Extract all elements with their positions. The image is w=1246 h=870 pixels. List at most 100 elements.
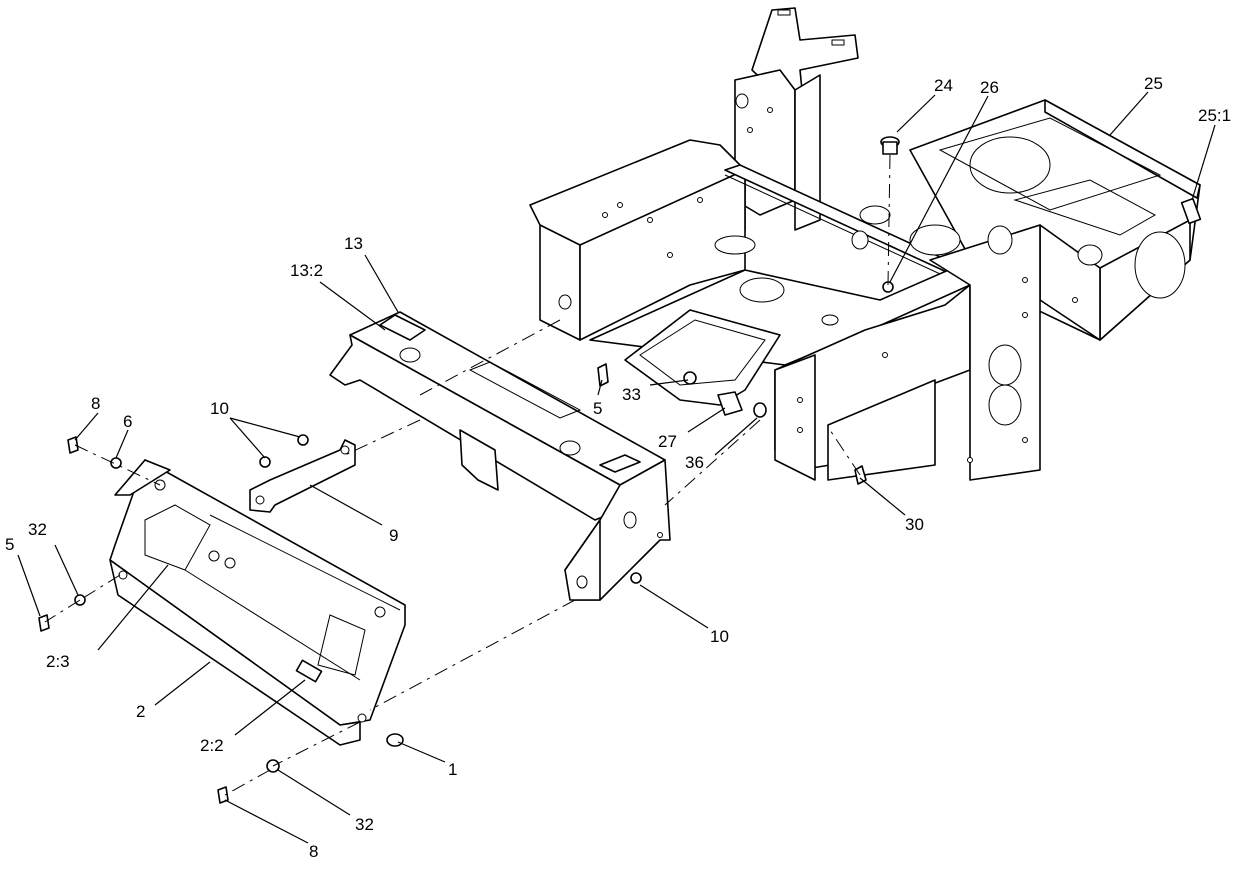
side-hole-4: [851, 230, 869, 250]
frame-hole: [1022, 312, 1028, 318]
rear-box-hole: [1134, 231, 1186, 299]
crossmember-tube-2: [559, 440, 581, 456]
leader-10-a: [229, 417, 301, 438]
pin-36: [753, 402, 767, 418]
side-hole-3: [987, 225, 1013, 255]
panel-corner: [114, 459, 171, 496]
nut-33: [683, 371, 697, 385]
callout-5-left: 5: [5, 535, 14, 554]
callout-33: 33: [622, 385, 641, 404]
frame-hole: [767, 107, 773, 113]
frame-hole: [667, 252, 673, 258]
leader-8-bottom: [224, 799, 309, 844]
rear-box-crossplate: [1013, 179, 1157, 236]
leader-2-3: [97, 564, 169, 651]
frame-hole: [967, 457, 973, 463]
callout-6: 6: [123, 412, 132, 431]
phantom-line: [369, 599, 576, 711]
panel-crease-2: [184, 569, 361, 681]
leader-5-right: [597, 379, 603, 396]
callout-labels: 24 26 25 25:1 13 13:2 10 8 6 5 33 27 36 …: [5, 74, 1231, 861]
leader-33: [649, 379, 689, 386]
nut-10-a: [297, 434, 309, 446]
callout-13-2: 13:2: [290, 261, 323, 280]
rear-box-top-rail: [1044, 99, 1201, 199]
callout-5-right: 5: [593, 399, 602, 418]
panel-hole-3: [118, 570, 128, 580]
left-plate-hole: [558, 294, 572, 310]
crossmember-hole: [623, 511, 637, 529]
callout-9: 9: [389, 526, 398, 545]
phantom-line: [887, 154, 891, 286]
crossmember-tab: [379, 314, 426, 341]
panel-lower-lip: [109, 559, 361, 746]
bolt-5-left: [38, 614, 50, 632]
crossmember-hole-3: [657, 532, 663, 538]
bracket-9-hole: [340, 445, 350, 455]
leader-24: [896, 94, 936, 133]
callout-25: 25: [1144, 74, 1163, 93]
floor-hole-2: [909, 224, 961, 256]
right-side-end: [774, 354, 816, 481]
side-hole-1: [988, 344, 1022, 386]
callout-30: 30: [905, 515, 924, 534]
floor-slot-2: [859, 205, 891, 225]
rear-box-inner: [938, 117, 1162, 211]
center-pan-inner: [639, 319, 766, 386]
frame-hole: [647, 217, 653, 223]
bracket-9: [249, 439, 356, 513]
main-frame: [529, 7, 1202, 481]
nut-10-b: [259, 456, 271, 468]
frame-hole: [1022, 437, 1028, 443]
phantom-lines: [44, 154, 891, 796]
left-side-plate-end: [539, 224, 581, 341]
frame-hole: [617, 202, 623, 208]
callout-2-3: 2:3: [46, 652, 70, 671]
bolt-30: [854, 465, 867, 485]
crossmember-slot: [468, 361, 582, 419]
side-hole-2: [988, 384, 1022, 426]
center-pan: [624, 309, 781, 406]
hardware: [38, 136, 900, 804]
phantom-line: [79, 574, 121, 601]
crossmember-tube: [399, 347, 421, 363]
leader-13: [364, 254, 399, 313]
frame-hole: [797, 397, 803, 403]
bolt-5-right: [597, 363, 609, 387]
panel-knob-2: [224, 557, 236, 569]
bolt-8-top: [67, 436, 79, 454]
leader-10-b: [229, 417, 266, 459]
crossmember-end-face: [564, 519, 601, 601]
panel-crease: [209, 514, 401, 611]
leader-10-c: [639, 584, 709, 629]
phantom-line: [664, 419, 761, 506]
upright-channel-right: [794, 74, 821, 231]
callout-13: 13: [344, 234, 363, 253]
front-panel: [109, 459, 406, 746]
callout-32-top: 32: [28, 520, 47, 539]
bracket-slot: [777, 9, 791, 16]
leader-5-left: [17, 554, 41, 617]
crossmember-clip: [599, 454, 641, 473]
leader-6: [115, 429, 129, 459]
bracket-slot-2: [831, 39, 845, 46]
callout-26: 26: [980, 78, 999, 97]
panel-hole-4: [357, 713, 367, 723]
leader-25-1: [1191, 124, 1216, 201]
nut-10-c: [630, 572, 642, 584]
panel-window-right: [317, 614, 366, 676]
frame-hole: [1072, 297, 1078, 303]
callout-1: 1: [448, 760, 457, 779]
leader-9: [309, 484, 383, 526]
callout-24: 24: [934, 76, 953, 95]
leader-2: [154, 661, 211, 706]
phantom-line: [419, 319, 561, 396]
phantom-line: [344, 419, 421, 456]
channel-hole: [735, 93, 749, 109]
rear-box-hole-small: [1077, 244, 1103, 266]
callout-32-bottom: 32: [355, 815, 374, 834]
frame-hole: [697, 197, 703, 203]
plug-1: [386, 733, 404, 747]
